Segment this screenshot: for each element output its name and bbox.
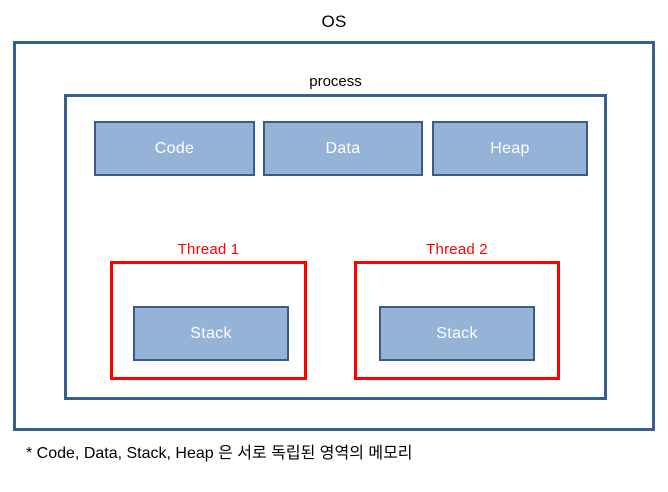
process-boundary-box <box>64 94 607 400</box>
memory-block-heap: Heap <box>432 121 588 176</box>
thread-1-label: Thread 1 <box>177 241 240 258</box>
process-label: process <box>309 73 362 90</box>
memory-block-code: Code <box>94 121 255 176</box>
thread-1-boundary-box <box>110 261 307 380</box>
thread-1-stack-block: Stack <box>133 306 289 361</box>
os-label: OS <box>321 12 347 31</box>
thread-2-label: Thread 2 <box>426 241 488 258</box>
thread-2-boundary-box <box>354 261 560 380</box>
os-boundary-box <box>13 41 655 431</box>
thread-2-stack-block: Stack <box>379 306 535 361</box>
diagram-footnote: * Code, Data, Stack, Heap 은 서로 독립된 영역의 메… <box>26 445 413 462</box>
memory-block-data: Data <box>263 121 423 176</box>
